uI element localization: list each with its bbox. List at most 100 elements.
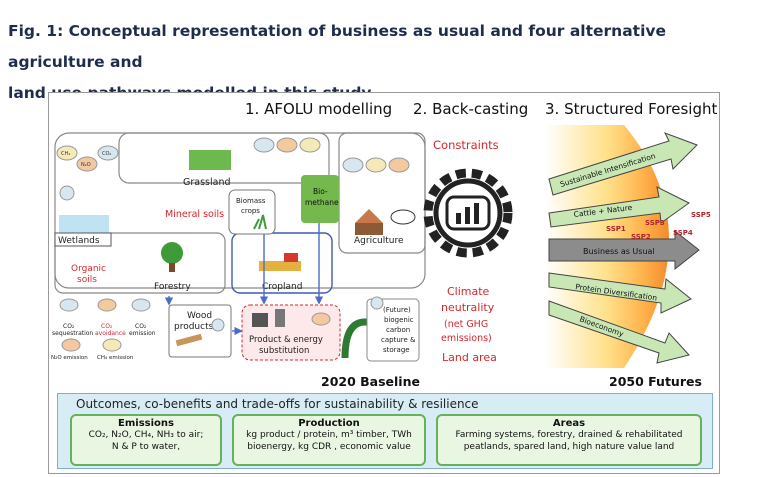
ccs-label-2: biogenic [384,316,414,324]
co2-bubble [59,185,75,201]
ch4-emission-label: CH₄ emission [97,355,134,361]
header-backcasting: 2. Back-casting [413,100,528,118]
baseline-label: 2020 Baseline [321,374,420,389]
organic-soils-label-2: soils [77,275,97,285]
emissions-box: Emissions CO₂, N₂O, CH₄, NH₃ to air; N &… [70,414,222,466]
n2o-bubble [61,338,81,352]
co2-avoidance-bubble [97,298,117,312]
diagram-canvas: 1. AFOLU modelling 2. Back-casting 3. St… [51,100,717,389]
chart-bar [456,213,461,224]
emission-legend: CO₂ sequestration CO₂ avoidance CO₂ emis… [51,298,156,361]
biomethane-label-2: methane [305,198,339,207]
n2o-bubble [388,157,410,173]
net-ghg-label-2: emissions) [441,333,492,344]
pathway-bau-label: Business as Usual [583,247,655,256]
co2-bubble [211,318,225,332]
pathway-arrow-bau [548,229,700,271]
barn-base-icon [355,223,383,235]
gas-label-co2: CO₂ [102,151,111,157]
tree-trunk-icon [169,263,175,272]
product-energy-label-1: Product & energy [249,335,323,345]
avoid-label-2: avoidance [95,330,126,337]
ssp1-label: SSP1 [606,225,626,233]
emissions-line-2: N & P to water, [111,442,181,452]
co2-bubble [97,145,119,161]
cropland-field-icon [259,261,301,271]
gas-label-n2o: N₂O [81,162,91,168]
areas-line-2: peatlands, spared land, high nature valu… [463,442,675,452]
co2-bubble [253,137,275,153]
biomethane-tank-icon [301,175,339,223]
outcomes-panel: Outcomes, co-benefits and trade-offs for… [57,393,713,469]
biomethane-label-1: Bio- [313,187,328,196]
tree-icon [161,242,183,264]
product-energy-label-2: substitution [259,346,309,356]
wood-products-label-1: Wood [187,311,212,321]
production-box: Production kg product / protein, m³ timb… [232,414,426,466]
co2-bubble [370,296,384,310]
ccs-label-4: capture & [381,336,416,344]
land-area-label: Land area [442,351,497,364]
futures-label: 2050 Futures [609,374,702,389]
cow-icon [390,209,416,225]
seq-label-1: CO₂ [63,323,75,330]
production-line-2: bioenergy, kg CDR , economic value [247,442,411,452]
areas-title: Areas [552,418,586,429]
ch4-bubble [299,137,321,153]
biomass-crops-label-1: Biomass [236,197,266,205]
grassland-label: Grassland [183,177,231,188]
pathway-arrow-bioeconomy [548,300,690,364]
organic-soils-outline [54,232,226,294]
ccs-label-5: storage [383,346,410,354]
gear-teeth [423,168,513,258]
wetlands-label-box [54,232,112,247]
climate-label-2: neutrality [441,301,495,314]
areas-box: Areas Farming systems, forestry, drained… [436,414,702,466]
net-ghg-label-1: (net GHG [444,319,488,330]
organic-soils-label-1: Organic [71,264,106,274]
emissions-line-1: CO₂, N₂O, CH₄, NH₃ to air; [88,430,204,440]
ccs-box [366,298,420,362]
header-afolu: 1. AFOLU modelling [245,100,392,118]
n2o-emission-label: N₂O emission [51,355,88,361]
wood-products-label-2: products [174,322,214,332]
forestry-label: Forestry [154,282,191,292]
chart-bar [474,203,479,224]
figure-panel: 1. AFOLU modelling 2. Back-casting 3. St… [48,92,720,474]
building-icon [275,309,285,327]
co2-bubble [131,298,151,312]
ccs-label-3: carbon [386,326,410,334]
mineral-soils-label: Mineral soils [165,209,224,220]
caption-line-1: Fig. 1: Conceptual representation of bus… [8,22,667,71]
climate-label-1: Climate [447,285,490,298]
tractor-icon [284,253,298,262]
grassland-outline [118,132,330,184]
pathway-arrow-protein [548,272,692,314]
chart-bar [465,207,470,224]
ch4-bubble [102,338,122,352]
pathway-arrow-sustainable [548,132,698,196]
pathway-arrow-cattle [548,186,690,228]
biomass-crops-label-2: crops [241,207,260,215]
n2o-bubble [76,156,98,172]
production-title: Production [298,418,360,429]
co2-bubble [59,298,79,312]
co2-bubble [342,157,364,173]
avoid-label-1: CO₂ [101,323,113,330]
biomass-crops-box [228,189,276,235]
production-line-1: kg product / protein, m³ timber, TWh [246,430,412,440]
gas-label-ch4: CH₄ [61,151,70,157]
co2-avoidance-bubble [311,312,331,326]
crop-icon [253,214,267,230]
barn-icon [355,209,383,223]
ch4-bubble [365,157,387,173]
header-foresight: 3. Structured Foresight [545,100,717,118]
emis-label-2: emission [129,330,156,337]
pathway-arrows: Sustainable Intensification Cattle + Nat… [548,132,700,364]
areas-line-1: Farming systems, forestry, drained & reh… [455,430,683,440]
gas-bubbles-top: CH₄ N₂O CO₂ [56,137,410,173]
timber-icon [175,333,203,347]
cropland-label: Cropland [262,282,302,292]
seq-label-2: sequestration [52,330,93,337]
emissions-title: Emissions [118,418,174,429]
